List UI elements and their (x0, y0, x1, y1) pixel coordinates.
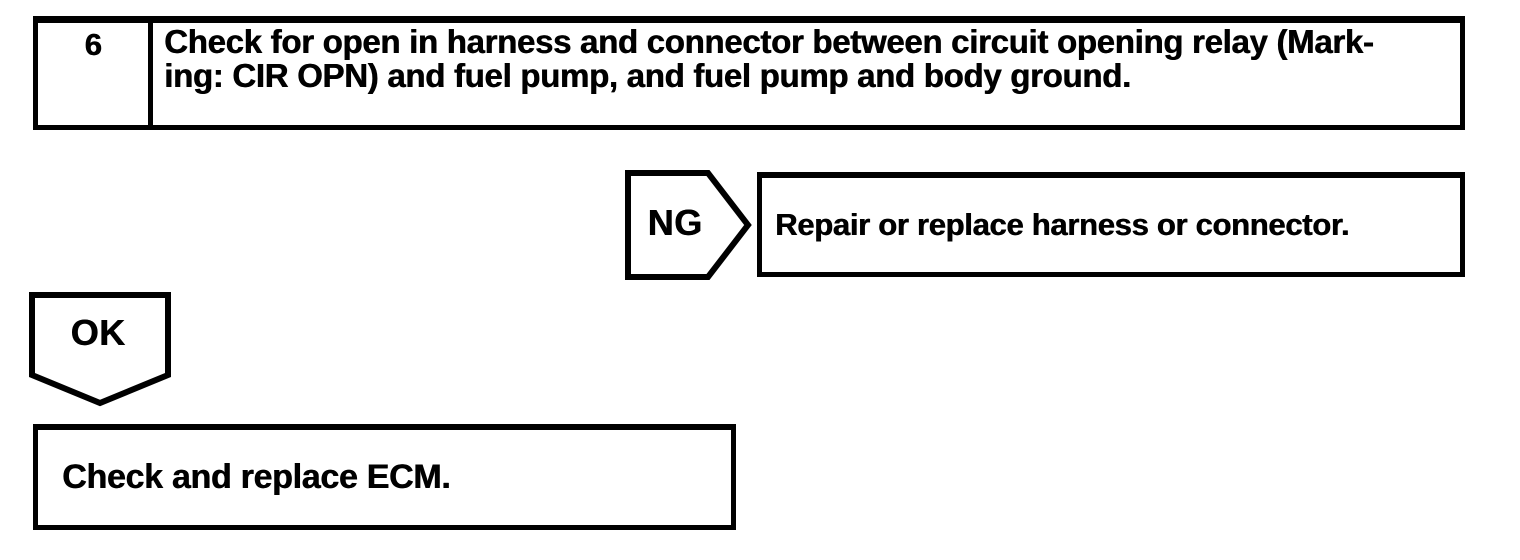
ng-action-box: Repair or replace harness or connector. (757, 172, 1465, 277)
instruction-line-2: ing: CIR OPN) and fuel pump, and fuel pu… (164, 57, 1131, 94)
step-instruction: Check for open in harness and connector … (153, 23, 1381, 125)
step-number: 6 (38, 23, 153, 125)
ok-action-box: Check and replace ECM. (33, 424, 736, 530)
ok-action-text: Check and replace ECM. (62, 458, 451, 496)
instruction-line-1: Check for open in harness and connector … (164, 23, 1374, 60)
step-box: 6 Check for open in harness and connecto… (33, 16, 1465, 130)
ng-arrow-icon (625, 170, 752, 280)
ng-branch-label: NG (647, 202, 703, 243)
ng-action-text: Repair or replace harness or connector. (775, 207, 1350, 242)
ok-arrow-icon (29, 292, 171, 407)
ok-branch-label: OK (70, 312, 126, 353)
